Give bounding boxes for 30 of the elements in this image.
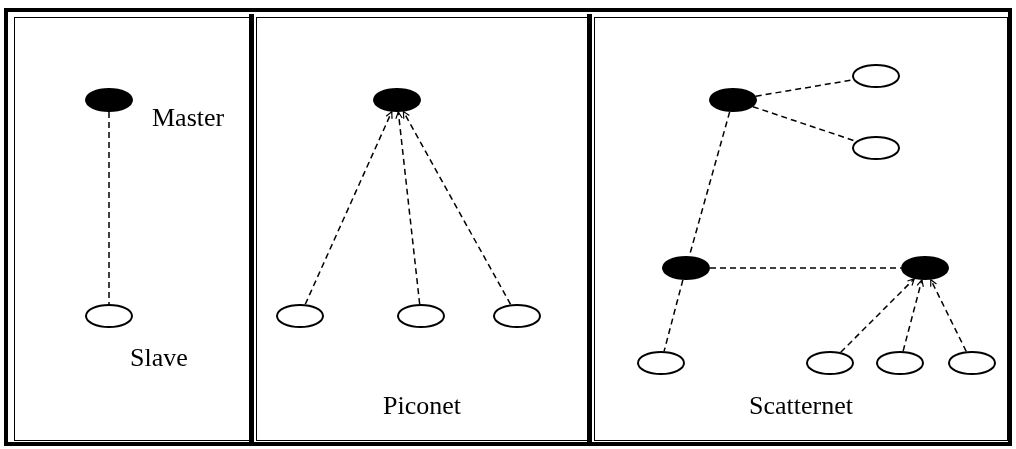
master-device	[901, 256, 949, 280]
slave-device	[276, 304, 324, 328]
arrow	[902, 279, 924, 352]
arrow	[840, 278, 915, 353]
master-device	[85, 88, 133, 112]
slave-device	[493, 304, 541, 328]
network-title: Piconet	[382, 391, 462, 421]
slave-device	[852, 64, 900, 88]
master-device	[662, 256, 710, 280]
role-label: Slave	[130, 343, 188, 373]
arrow	[930, 278, 967, 353]
network-panel	[594, 17, 1008, 441]
network-title: Scatternet	[748, 391, 854, 421]
slave-device	[948, 351, 996, 375]
connection-line	[108, 111, 110, 305]
master-device	[373, 88, 421, 112]
slave-device	[637, 351, 685, 375]
slave-device	[397, 304, 445, 328]
master-device	[709, 88, 757, 112]
connection-line	[663, 279, 684, 352]
connection-line	[709, 267, 902, 269]
arrow	[304, 110, 393, 306]
network-panel	[256, 17, 588, 441]
slave-device	[85, 304, 133, 328]
slave-device	[806, 351, 854, 375]
slave-device	[876, 351, 924, 375]
arrow	[402, 110, 512, 306]
arrow	[395, 111, 421, 305]
slave-device	[852, 136, 900, 160]
role-label: Master	[152, 103, 225, 133]
